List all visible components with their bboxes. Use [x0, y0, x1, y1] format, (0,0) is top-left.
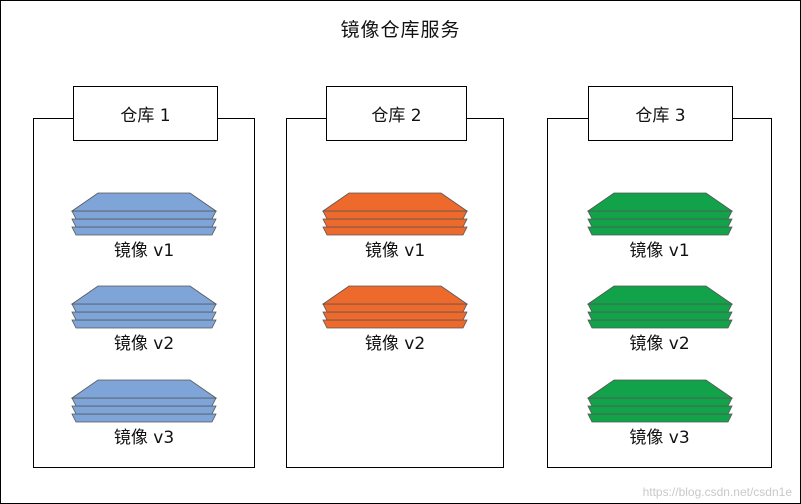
- image-label: 镜像 v2: [113, 334, 175, 354]
- stack-layer: [586, 397, 733, 407]
- stack-layer: [322, 311, 468, 321]
- repo-1-image-v1: 镜像 v1: [34, 189, 254, 269]
- repo-3-image-v3: 镜像 v3: [548, 376, 771, 456]
- stack-top: [70, 192, 218, 212]
- repo-2-image-v1: 镜像 v1: [287, 189, 503, 269]
- repo-3-label: 仓库 3: [588, 86, 733, 141]
- stack-layer: [322, 226, 468, 236]
- stack-layer: [322, 303, 468, 313]
- stack-layer: [322, 218, 468, 228]
- stack-layer: [586, 319, 733, 329]
- watermark: https://blog.csdn.net/csdn1e: [642, 485, 792, 499]
- repo-2-label: 仓库 2: [326, 86, 467, 141]
- stack-top: [586, 379, 733, 399]
- diagram-title: 镜像仓库服务: [340, 19, 461, 41]
- image-label: 镜像 v1: [364, 241, 426, 261]
- stack-layer: [322, 210, 468, 220]
- image-label: 镜像 v3: [113, 428, 175, 448]
- repo-1-label: 仓库 1: [73, 86, 218, 141]
- image-label: 镜像 v2: [629, 334, 690, 354]
- stack-top: [70, 285, 218, 305]
- stack-top: [321, 285, 469, 305]
- stack-top: [321, 192, 469, 212]
- stack-layer: [71, 311, 217, 321]
- image-stack-icon: [321, 192, 469, 236]
- image-label: 镜像 v2: [364, 334, 426, 354]
- repo-1-image-v3: 镜像 v3: [34, 376, 254, 456]
- image-label: 镜像 v1: [629, 241, 690, 261]
- stack-layer: [586, 218, 733, 228]
- image-stack-icon: [321, 285, 469, 329]
- stack-layer: [586, 413, 733, 423]
- repo-3-image-v2: 镜像 v2: [548, 282, 771, 362]
- image-stack-icon: [586, 192, 733, 236]
- stack-layer: [586, 226, 733, 236]
- image-stack-icon: [70, 192, 218, 236]
- stack-layer: [71, 413, 217, 423]
- stack-top: [586, 192, 733, 212]
- repo-1-image-v2: 镜像 v2: [34, 282, 254, 362]
- stack-layer: [71, 226, 217, 236]
- repo-3-box: 仓库 3 镜像 v1 镜像 v2 镜像 v3: [547, 86, 772, 468]
- stack-layer: [71, 319, 217, 329]
- stack-layer: [71, 303, 217, 313]
- image-label: 镜像 v1: [113, 241, 175, 261]
- image-label: 镜像 v3: [629, 428, 690, 448]
- stack-layer: [71, 405, 217, 415]
- stack-layer: [586, 405, 733, 415]
- stack-layer: [586, 303, 733, 313]
- stack-layer: [322, 319, 468, 329]
- repo-2-image-v2: 镜像 v2: [287, 282, 503, 362]
- repo-2-box: 仓库 2 镜像 v1 镜像 v2: [286, 86, 504, 468]
- repo-1-box: 仓库 1 镜像 v1 镜像 v2 镜像 v3: [33, 86, 255, 468]
- image-stack-icon: [70, 379, 218, 423]
- stack-top: [70, 379, 218, 399]
- stack-layer: [586, 311, 733, 321]
- stack-layer: [71, 210, 217, 220]
- stack-layer: [586, 210, 733, 220]
- image-stack-icon: [586, 285, 733, 329]
- stack-top: [586, 285, 733, 305]
- stack-layer: [71, 397, 217, 407]
- repo-3-image-v1: 镜像 v1: [548, 189, 771, 269]
- stack-layer: [71, 218, 217, 228]
- image-stack-icon: [70, 285, 218, 329]
- image-stack-icon: [586, 379, 733, 423]
